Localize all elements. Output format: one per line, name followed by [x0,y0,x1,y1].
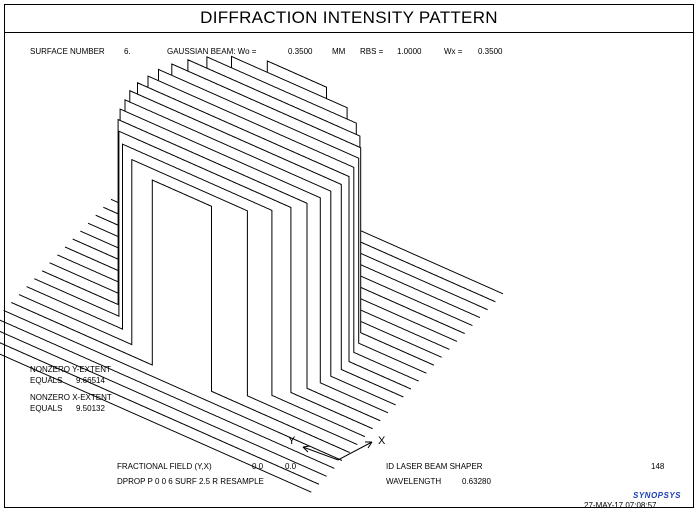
y-axis-arrowhead [302,445,311,453]
surface-slice-line [3,309,343,461]
surface-slice-fill [11,180,350,453]
id-label: ID LASER BEAM SHAPER [386,462,483,471]
synopsys-logo: SYNOPSYS [633,491,682,500]
gaussian-beam-label: GAUSSIAN BEAM: Wo = [167,47,257,56]
surface-slice-line [34,130,373,430]
x-axis-label: X [378,435,386,447]
wo-unit: MM [332,47,346,56]
page-title: DIFFRACTION INTENSITY PATTERN [4,4,694,33]
surface-number-value: 6. [124,47,131,56]
rbs-value: 1.0000 [397,47,422,56]
y-extent-equals: EQUALS [30,376,63,385]
wavelength-value: 0.63280 [462,477,491,486]
surface-slice-line [0,353,312,493]
surface-slice-line [41,118,381,422]
axis-indicator-line [302,441,373,461]
x-extent-label: NONZERO X-EXTENT [30,393,112,402]
rbs-label: RBS = [360,47,384,56]
wx-value: 0.3500 [478,47,503,56]
wo-value: 0.3500 [288,47,313,56]
fractional-field-y: 0.0 [252,462,264,471]
fractional-field-label: FRACTIONAL FIELD (Y,X) [117,462,212,471]
surface-slice-line [49,108,389,414]
x-axis-arrowhead [365,441,373,449]
wavelength-label: WAVELENGTH [386,477,442,486]
surface-slice-line [11,179,350,453]
surface-slice-line [26,143,366,438]
surface-slice-line [57,99,396,406]
surface-slice-line [0,330,327,477]
dprop-command: DPROP P 0 0 6 SURF 2.5 R RESAMPLE [117,477,264,486]
surface-slice-line [0,342,320,485]
fractional-field-x: 0.0 [285,462,297,471]
surface-slice-line [0,319,335,469]
y-extent-value: 9.66514 [76,376,105,385]
timestamp: 27-MAY-17 07:08:57 [584,501,657,510]
id-value: 148 [651,462,665,471]
wx-label: Wx = [444,47,463,56]
surface-slice-line [18,158,358,446]
plot-frame [4,4,694,508]
x-extent-value: 9.50132 [76,404,105,413]
y-extent-label: NONZERO Y-EXTENT [30,365,111,374]
surface-number-label: SURFACE NUMBER [30,47,105,56]
x-extent-equals: EQUALS [30,404,63,413]
y-axis-label: Y [288,435,296,447]
